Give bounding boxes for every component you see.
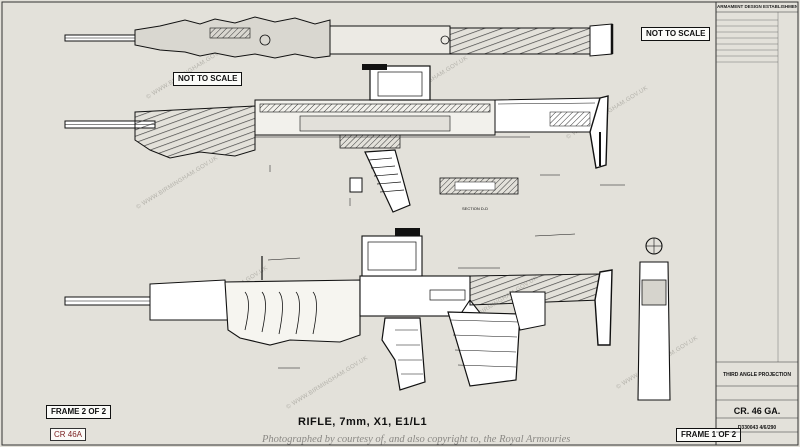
title-block-projection: THIRD ANGLE PROJECTION	[723, 372, 791, 378]
frame-2-label: FRAME 2 OF 2	[46, 405, 112, 419]
exterior-side-view	[64, 228, 671, 401]
plan-view	[64, 16, 614, 59]
not-to-scale-label: NOT TO SCALE	[173, 72, 243, 86]
title-block-header: ARMAMENT DESIGN ESTABLISHMENT	[717, 4, 797, 9]
title-block: ARMAMENT DESIGN ESTABLISHMENT THIRD ANGL…	[717, 2, 797, 442]
title-block-grid	[716, 11, 798, 433]
svg-text:SECTION D-D: SECTION D-D	[462, 206, 488, 211]
photo-credit: Photographed by courtesy of, and also co…	[262, 434, 571, 445]
handwritten-reference: CR 46A	[50, 428, 87, 441]
drawing-title: RIFLE, 7mm, X1, E1/L1	[298, 416, 428, 428]
title-block-reference-number: D330043 4/6/290	[737, 425, 777, 431]
frame-1-label: FRAME 1 OF 2	[676, 428, 742, 442]
not-to-scale-label: NOT TO SCALE	[641, 27, 711, 41]
sectional-side-view: SECTION D-D	[64, 64, 625, 213]
title-block-drawing-number: CR. 46 GA.	[733, 406, 781, 416]
